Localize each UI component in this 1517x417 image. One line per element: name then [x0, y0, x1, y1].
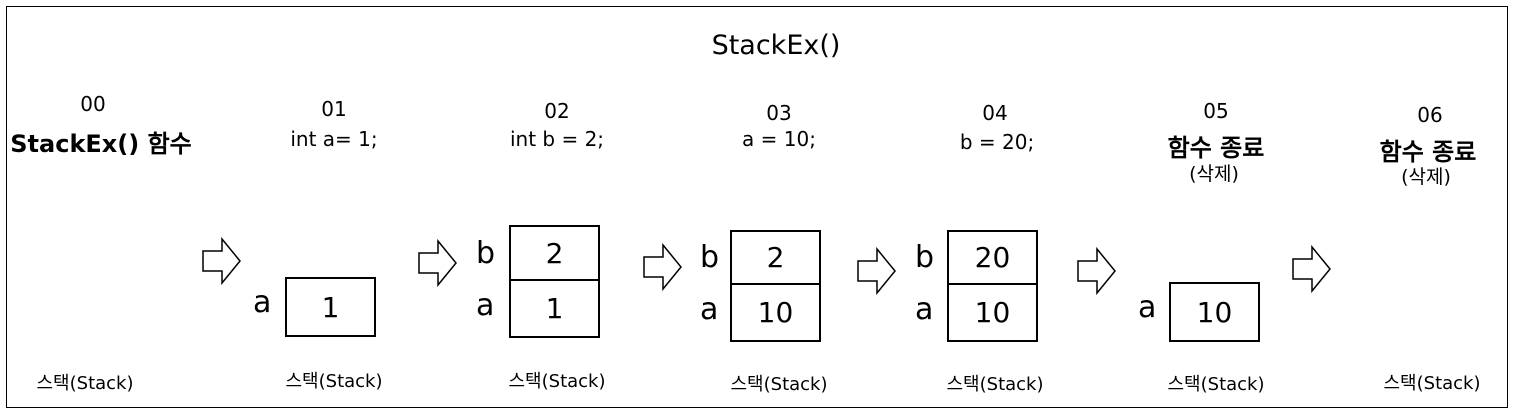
stack-03-cell-a: 10: [730, 283, 821, 342]
stack-02-cell-a: 1: [509, 279, 600, 338]
diagram-frame: [6, 6, 1508, 408]
step-02-label: int b = 2;: [509, 127, 605, 151]
stack-04-var-a-name: a: [915, 292, 934, 327]
step-01-label: int a= 1;: [290, 127, 378, 151]
step-03-label: a = 10;: [742, 127, 816, 151]
stack-02-var-b-name: b: [476, 236, 496, 271]
step-00-caption: 스택(Stack): [36, 373, 134, 394]
step-00-label: StackEx() 함수: [10, 130, 192, 158]
stack-04-cell-b: 20: [947, 230, 1038, 285]
stack-05-var-a-name: a: [1138, 290, 1157, 325]
step-02-number: 02: [544, 99, 570, 123]
stack-02-var-a-name: a: [476, 288, 495, 323]
arrow-right-icon: [857, 246, 896, 296]
stack-03-var-a-name: a: [700, 292, 719, 327]
stack-03-cell-b: 2: [730, 230, 821, 285]
step-05-sublabel: (삭제): [1189, 163, 1239, 185]
diagram-title: StackEx(): [711, 30, 841, 61]
step-04-label: b = 20;: [959, 130, 1035, 154]
step-06-caption: 스택(Stack): [1383, 373, 1481, 394]
stack-04-var-b-name: b: [915, 240, 935, 275]
step-06-label: 함수 종료: [1379, 138, 1477, 166]
step-01-caption: 스택(Stack): [285, 371, 383, 392]
step-04-caption: 스택(Stack): [946, 374, 1044, 395]
arrow-right-icon: [202, 236, 241, 286]
step-03-caption: 스택(Stack): [730, 374, 828, 395]
stack-01-cell-a: 1: [285, 277, 376, 337]
step-06-number: 06: [1417, 103, 1443, 127]
stack-02-cell-b: 2: [509, 225, 600, 281]
stack-01-var-a-name: a: [253, 285, 272, 320]
stack-04-cell-a: 10: [947, 283, 1038, 342]
stack-05-cell-a: 10: [1169, 282, 1260, 342]
step-03-number: 03: [766, 101, 792, 125]
arrow-right-icon: [1077, 246, 1116, 296]
arrow-right-icon: [418, 238, 457, 288]
step-04-number: 04: [982, 101, 1008, 125]
step-05-caption: 스택(Stack): [1167, 374, 1265, 395]
arrow-right-icon: [643, 242, 682, 292]
step-06-sublabel: (삭제): [1401, 166, 1451, 188]
stack-03-var-b-name: b: [700, 240, 720, 275]
step-05-label: 함수 종료: [1167, 134, 1265, 162]
step-01-number: 01: [321, 97, 347, 121]
step-02-caption: 스택(Stack): [508, 371, 606, 392]
arrow-right-icon: [1292, 244, 1331, 294]
step-00-number: 00: [80, 92, 106, 116]
step-05-number: 05: [1203, 99, 1229, 123]
